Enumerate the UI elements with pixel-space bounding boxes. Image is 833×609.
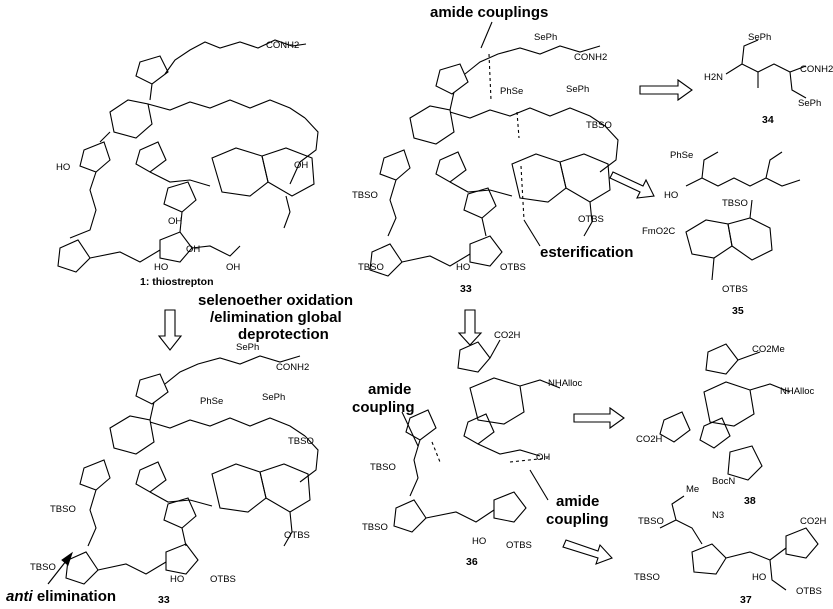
- group-seph: SePh: [262, 392, 286, 403]
- group-otbs: OTBS: [578, 214, 604, 225]
- compound-label-38: 38: [744, 495, 756, 507]
- group-oh: OH: [168, 216, 183, 227]
- retro-arrow-to-36: [457, 309, 483, 346]
- structure-38: [659, 343, 791, 481]
- group-ho: HO: [472, 536, 487, 547]
- group-co2me: CO2Me: [752, 344, 785, 355]
- group-otbs: OTBS: [210, 574, 236, 585]
- group-seph: SePh: [566, 84, 590, 95]
- group-nhalloc: NHAlloc: [780, 386, 815, 397]
- compound-label-1: 1: thiostrepton: [140, 276, 214, 288]
- label-amide-coupling-right-1: amide: [556, 493, 600, 510]
- group-co2h: CO2H: [636, 434, 663, 445]
- group-conh2: CONH2: [574, 52, 608, 63]
- structure-35: [685, 151, 801, 281]
- group-oh: OH: [186, 244, 201, 255]
- structure-thiostrepton: [57, 39, 319, 273]
- group-nhalloc: NHAlloc: [548, 378, 583, 389]
- retro-arrow-to-35: [609, 171, 655, 199]
- group-conh2: CONH2: [800, 64, 833, 75]
- compound-label-33-top: 33: [460, 283, 472, 295]
- retro-arrow-to-38: [573, 406, 625, 430]
- compound-label-33-bottom: 33: [158, 594, 170, 606]
- label-selenoether-2: /elimination global: [210, 309, 342, 326]
- compound-label-34: 34: [762, 114, 774, 126]
- compound-label-35: 35: [732, 305, 744, 317]
- label-anti: anti: [6, 588, 33, 605]
- group-h2n: H2N: [704, 72, 724, 83]
- structure-33-bottom: [65, 355, 319, 585]
- group-ho: HO: [752, 572, 767, 583]
- disconnection-marker: [480, 21, 493, 49]
- retro-arrow-to-bottom-33: [157, 309, 183, 351]
- label-amide-coupling-right-2: coupling: [546, 511, 609, 528]
- anti-elimination-arrow: [47, 551, 73, 585]
- label-elimination: elimination: [36, 588, 117, 605]
- group-otbs: OTBS: [284, 530, 310, 541]
- group-phse: PhSe: [500, 86, 524, 97]
- group-tbso: TBSO: [30, 562, 56, 573]
- group-tbso: TBSO: [362, 522, 388, 533]
- group-tbso: TBSO: [352, 190, 378, 201]
- group-tbso: TBSO: [638, 516, 664, 527]
- group-conh2: CONH2: [276, 362, 310, 373]
- group-phse: PhSe: [670, 150, 694, 161]
- group-fmo2c: FmO2C: [642, 226, 676, 237]
- group-seph: SePh: [798, 98, 822, 109]
- retro-arrow-to-34: [639, 78, 693, 102]
- group-oh: OH: [536, 452, 551, 463]
- group-co2h: CO2H: [800, 516, 827, 527]
- group-tbso: TBSO: [722, 198, 748, 209]
- structure-36: [393, 339, 561, 533]
- label-esterification: esterification: [540, 244, 634, 261]
- label-amide-couplings: amide couplings: [430, 4, 549, 21]
- disconnection-marker: [401, 411, 419, 447]
- disconnection-dashed: [431, 441, 441, 463]
- disconnection-dashed: [509, 457, 549, 463]
- group-tbso: TBSO: [370, 462, 396, 473]
- group-phse: PhSe: [200, 396, 224, 407]
- group-seph: SePh: [236, 342, 260, 353]
- group-oh: OH: [226, 262, 241, 273]
- retro-arrow-to-37: [562, 539, 613, 565]
- label-amide-coupling-left-1: amide: [368, 381, 412, 398]
- group-co2h: CO2H: [494, 330, 521, 341]
- group-n3: N3: [712, 510, 725, 521]
- disconnection-dashed: [520, 165, 525, 221]
- group-tbso: TBSO: [358, 262, 384, 273]
- disconnection-marker: [523, 219, 541, 247]
- disconnection-dashed: [516, 111, 520, 139]
- group-otbs: OTBS: [506, 540, 532, 551]
- group-ho: HO: [170, 574, 185, 585]
- group-oh: OH: [294, 160, 309, 171]
- group-seph: SePh: [748, 32, 772, 43]
- structure-37: [659, 495, 819, 591]
- label-selenoether-1: selenoether oxidation: [198, 292, 354, 309]
- group-ho: HO: [154, 262, 169, 273]
- group-tbso: TBSO: [634, 572, 660, 583]
- label-selenoether-3: deprotection: [238, 326, 329, 343]
- group-otbs: OTBS: [796, 586, 822, 597]
- disconnection-dashed: [488, 53, 492, 101]
- label-anti-elimination: anti elimination: [6, 588, 116, 605]
- group-seph: SePh: [534, 32, 558, 43]
- disconnection-marker: [529, 469, 549, 501]
- group-conh2: CONH2: [266, 40, 300, 51]
- group-otbs: OTBS: [500, 262, 526, 273]
- group-ho: HO: [456, 262, 471, 273]
- label-amide-coupling-left-2: coupling: [352, 399, 415, 416]
- structure-33-top: [369, 45, 619, 277]
- group-me: Me: [686, 484, 700, 495]
- compound-label-36: 36: [466, 556, 478, 568]
- compound-label-37: 37: [740, 594, 752, 606]
- group-tbso: TBSO: [586, 120, 612, 131]
- group-tbso: TBSO: [288, 436, 314, 447]
- group-boc: BocN: [712, 476, 736, 487]
- group-tbso: TBSO: [50, 504, 76, 515]
- group-ho: HO: [664, 190, 679, 201]
- structure-34: [725, 39, 807, 99]
- group-otbs: OTBS: [722, 284, 748, 295]
- group-ho: HO: [56, 162, 71, 173]
